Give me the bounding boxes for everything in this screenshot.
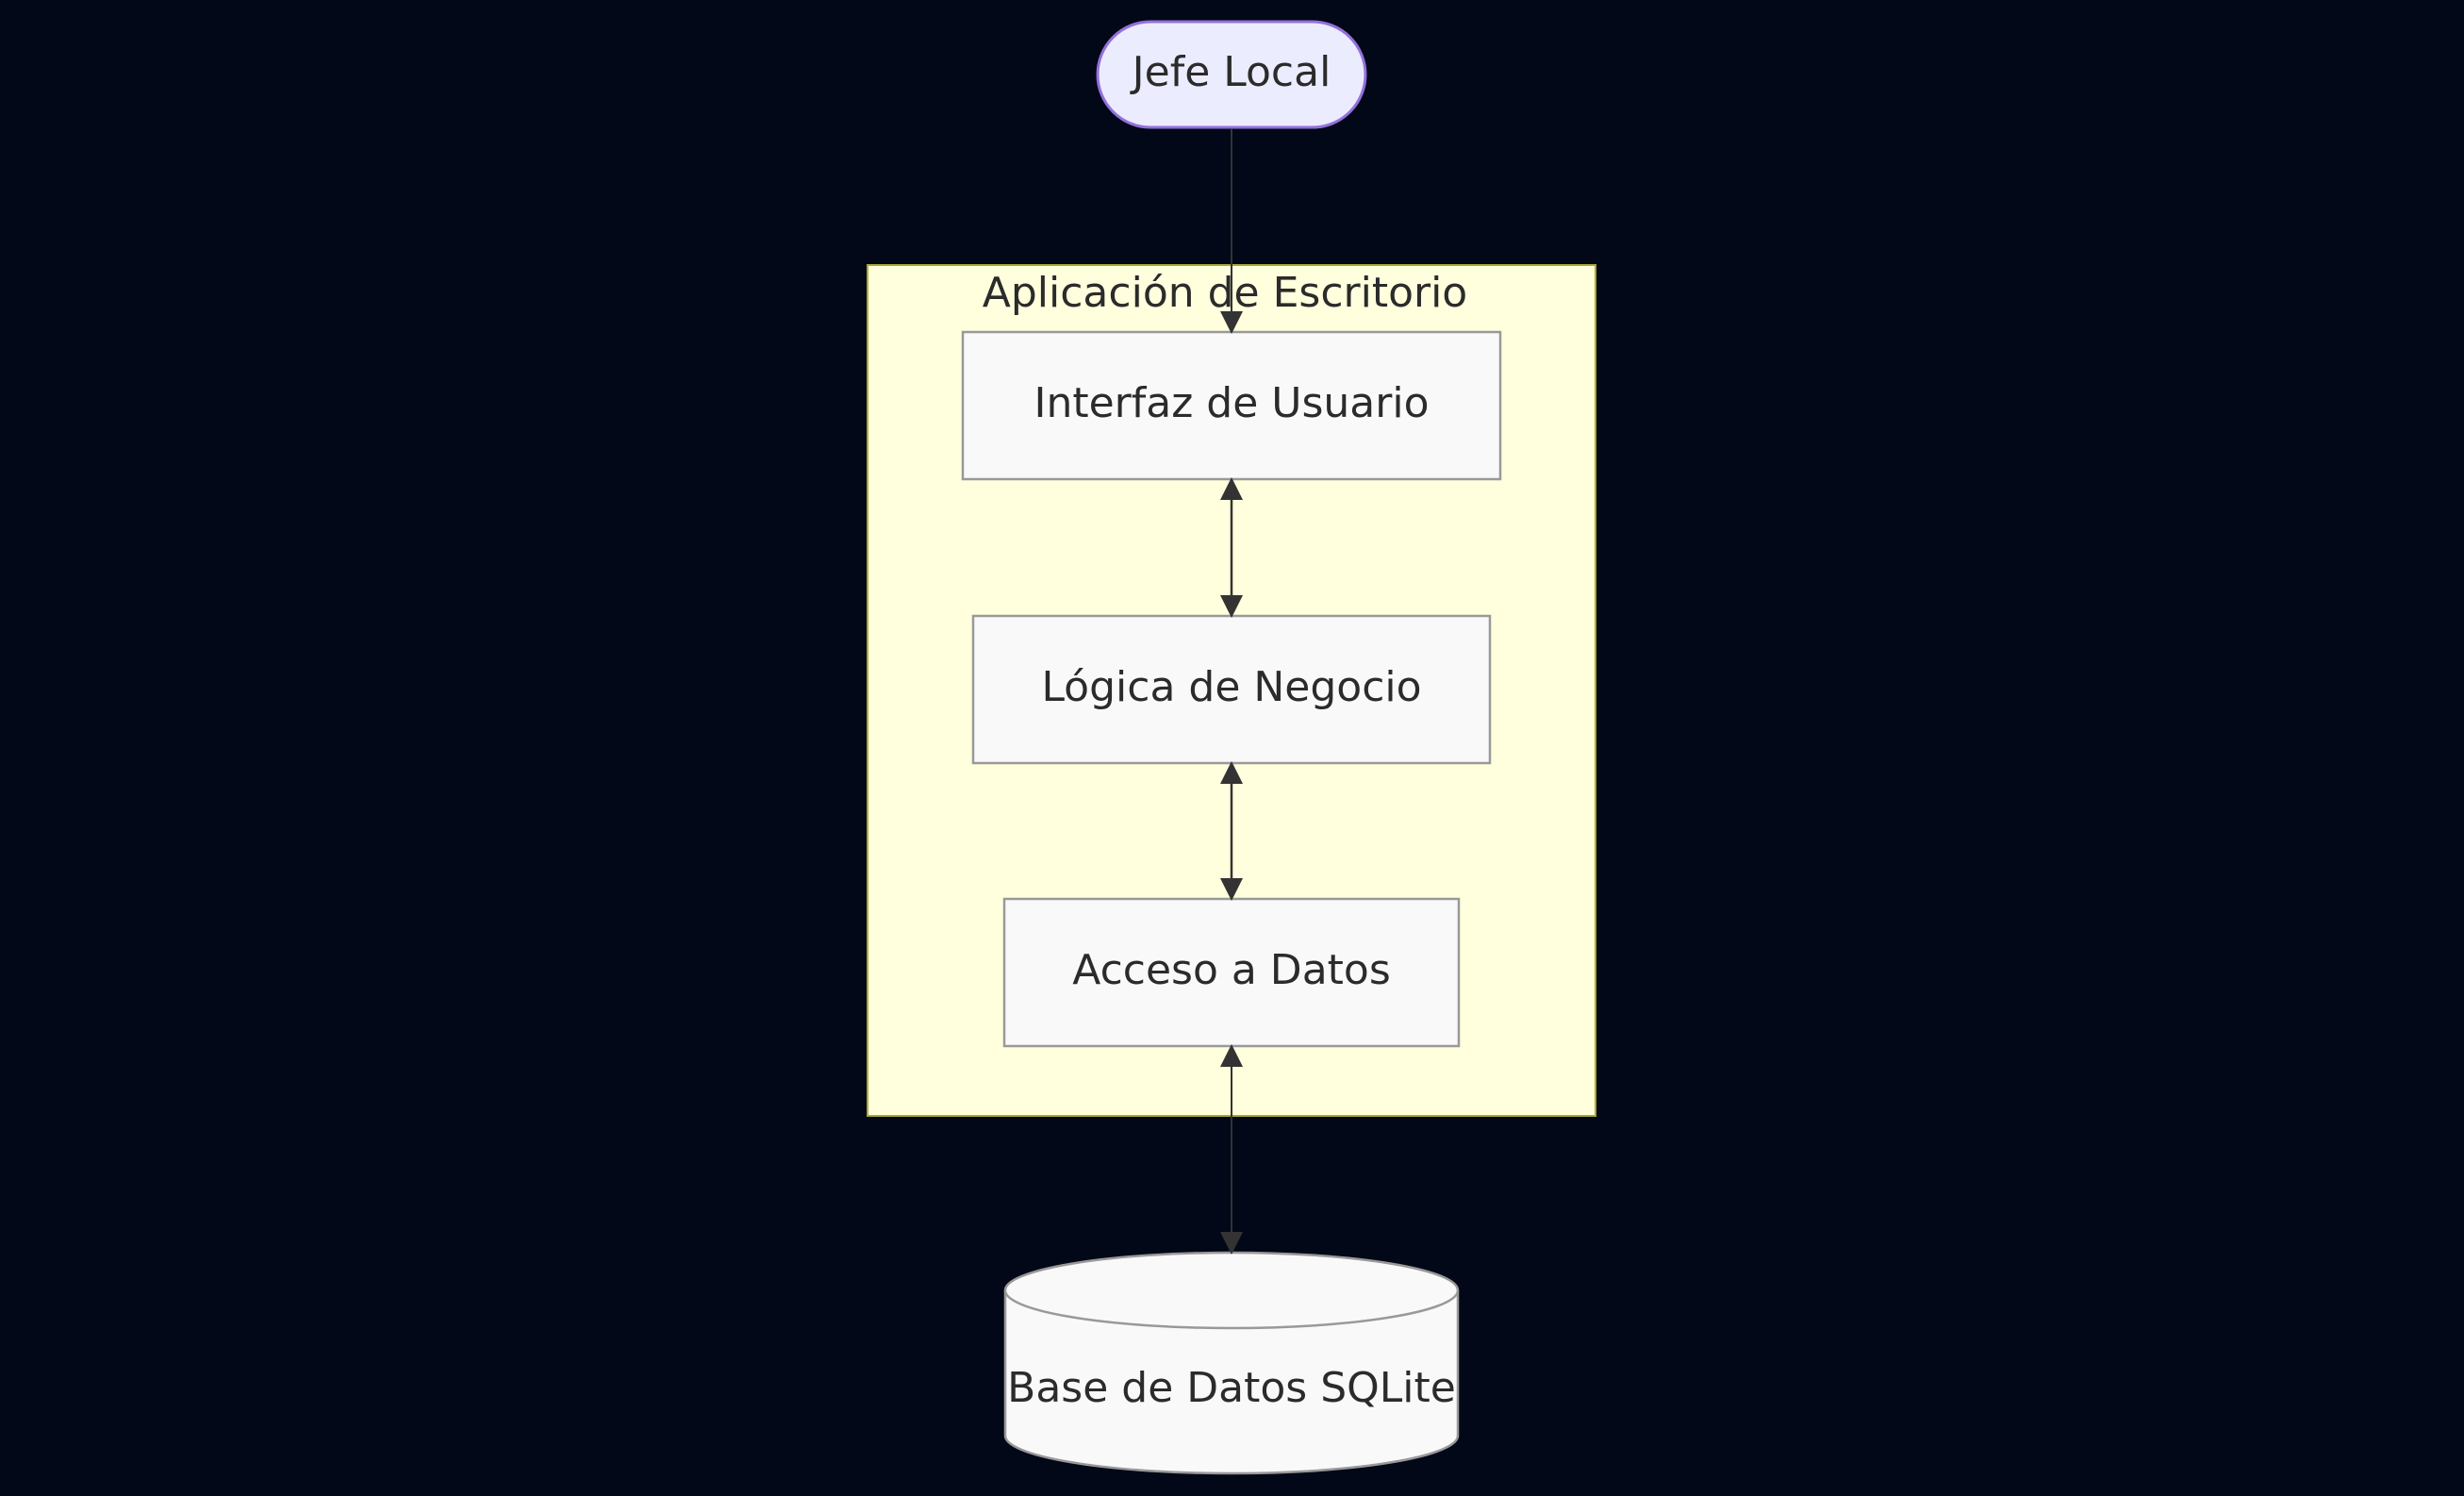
group-title: Aplicación de Escritorio	[983, 269, 1467, 317]
actor-label: Jefe Local	[1130, 48, 1331, 96]
logic-node	[971, 614, 1492, 765]
database-cylinder-body	[1003, 1290, 1460, 1475]
data-access-node	[1002, 897, 1461, 1048]
logic-node-label: Lógica de Negocio	[1041, 663, 1421, 711]
database-node-label: Base de Datos SQLite	[1007, 1364, 1456, 1412]
database-node	[1003, 1251, 1460, 1475]
database-cylinder-top	[1003, 1251, 1460, 1330]
actor-node	[1096, 20, 1367, 129]
ui-node-label: Interfaz de Usuario	[1034, 379, 1429, 427]
data-access-node-label: Acceso a Datos	[1072, 946, 1391, 994]
